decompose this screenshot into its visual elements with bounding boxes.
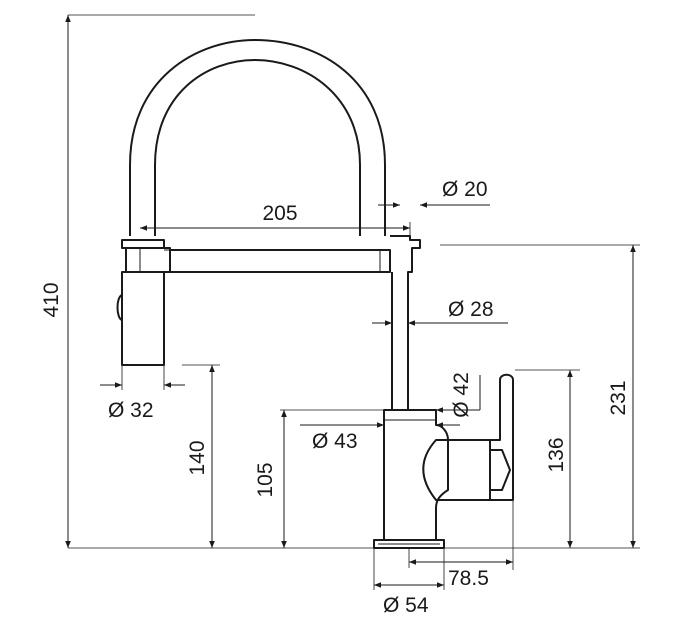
dimension-lines	[65, 15, 636, 588]
lever-grip	[490, 449, 511, 491]
label-overall-height: 410	[40, 282, 63, 317]
label-body-upper-diameter: Ø 42	[450, 372, 473, 418]
label-lever-height: 136	[545, 437, 568, 472]
hose-loop-inner	[154, 59, 361, 236]
faucet-outline	[116, 39, 514, 549]
lever-cone	[422, 439, 491, 501]
spray-head-ring	[125, 247, 171, 273]
dimension-labels: 410 205 Ø 20 Ø 28 Ø 32 140 Ø 42 Ø 43 105…	[40, 178, 630, 617]
spray-head-collar	[121, 239, 165, 249]
hose-loop	[129, 39, 386, 236]
spout-tube	[390, 235, 421, 410]
spout-arm	[170, 249, 391, 273]
label-spout-height: 231	[607, 380, 630, 415]
label-spray-head-diameter: Ø 32	[108, 399, 154, 422]
label-spray-head-height: 140	[186, 440, 209, 475]
label-lever-projection: 78.5	[448, 567, 489, 590]
label-hose-diameter: Ø 20	[442, 178, 488, 201]
label-spout-diameter: Ø 28	[448, 298, 494, 321]
spray-head-button	[116, 294, 123, 321]
label-body-height: 105	[254, 462, 277, 497]
label-base-diameter: Ø 54	[383, 594, 429, 617]
label-body-diameter: Ø 43	[312, 430, 358, 453]
lever-handle	[490, 373, 514, 501]
extension-lines	[68, 14, 640, 590]
spray-head	[121, 271, 165, 366]
label-spout-reach: 205	[262, 202, 297, 225]
faucet-body	[383, 409, 449, 541]
